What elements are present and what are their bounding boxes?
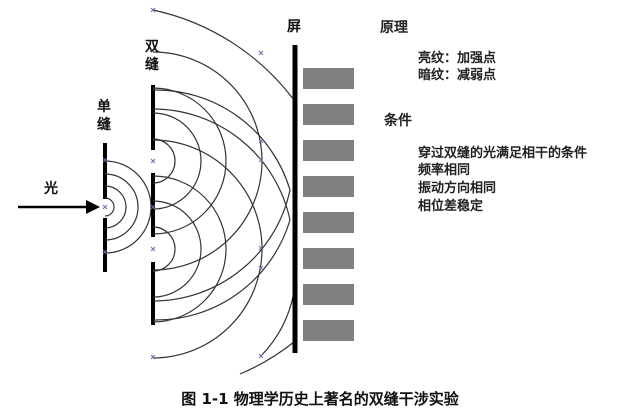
single-slit-wavefronts	[104, 160, 152, 254]
double-slit-label: 双缝	[145, 39, 159, 73]
slit2-wavefronts	[152, 9, 295, 359]
figure-caption: 图 1-1 物理学历史上著名的双缝干涉实验	[181, 390, 459, 408]
light-arrow	[18, 200, 100, 214]
slit1-wavefronts	[152, 51, 295, 375]
condition-item: 频率相同	[418, 163, 471, 178]
condition-item: 相位差稳定	[418, 199, 484, 214]
interference-fringes	[303, 68, 354, 341]
condition-item: 穿过双缝的光满足相干的条件	[418, 146, 588, 161]
principle-item: 亮纹：加强点	[418, 51, 497, 66]
intersection-markers	[102, 7, 264, 360]
light-label: 光	[44, 181, 58, 197]
conditions-title: 条件	[384, 113, 412, 129]
principle-item: 暗纹：减弱点	[418, 68, 497, 83]
condition-item: 振动方向相同	[418, 181, 497, 196]
screen-label: 屏	[287, 19, 301, 35]
principle-title: 原理	[380, 20, 408, 36]
single-slit-label: 单缝	[97, 99, 111, 133]
